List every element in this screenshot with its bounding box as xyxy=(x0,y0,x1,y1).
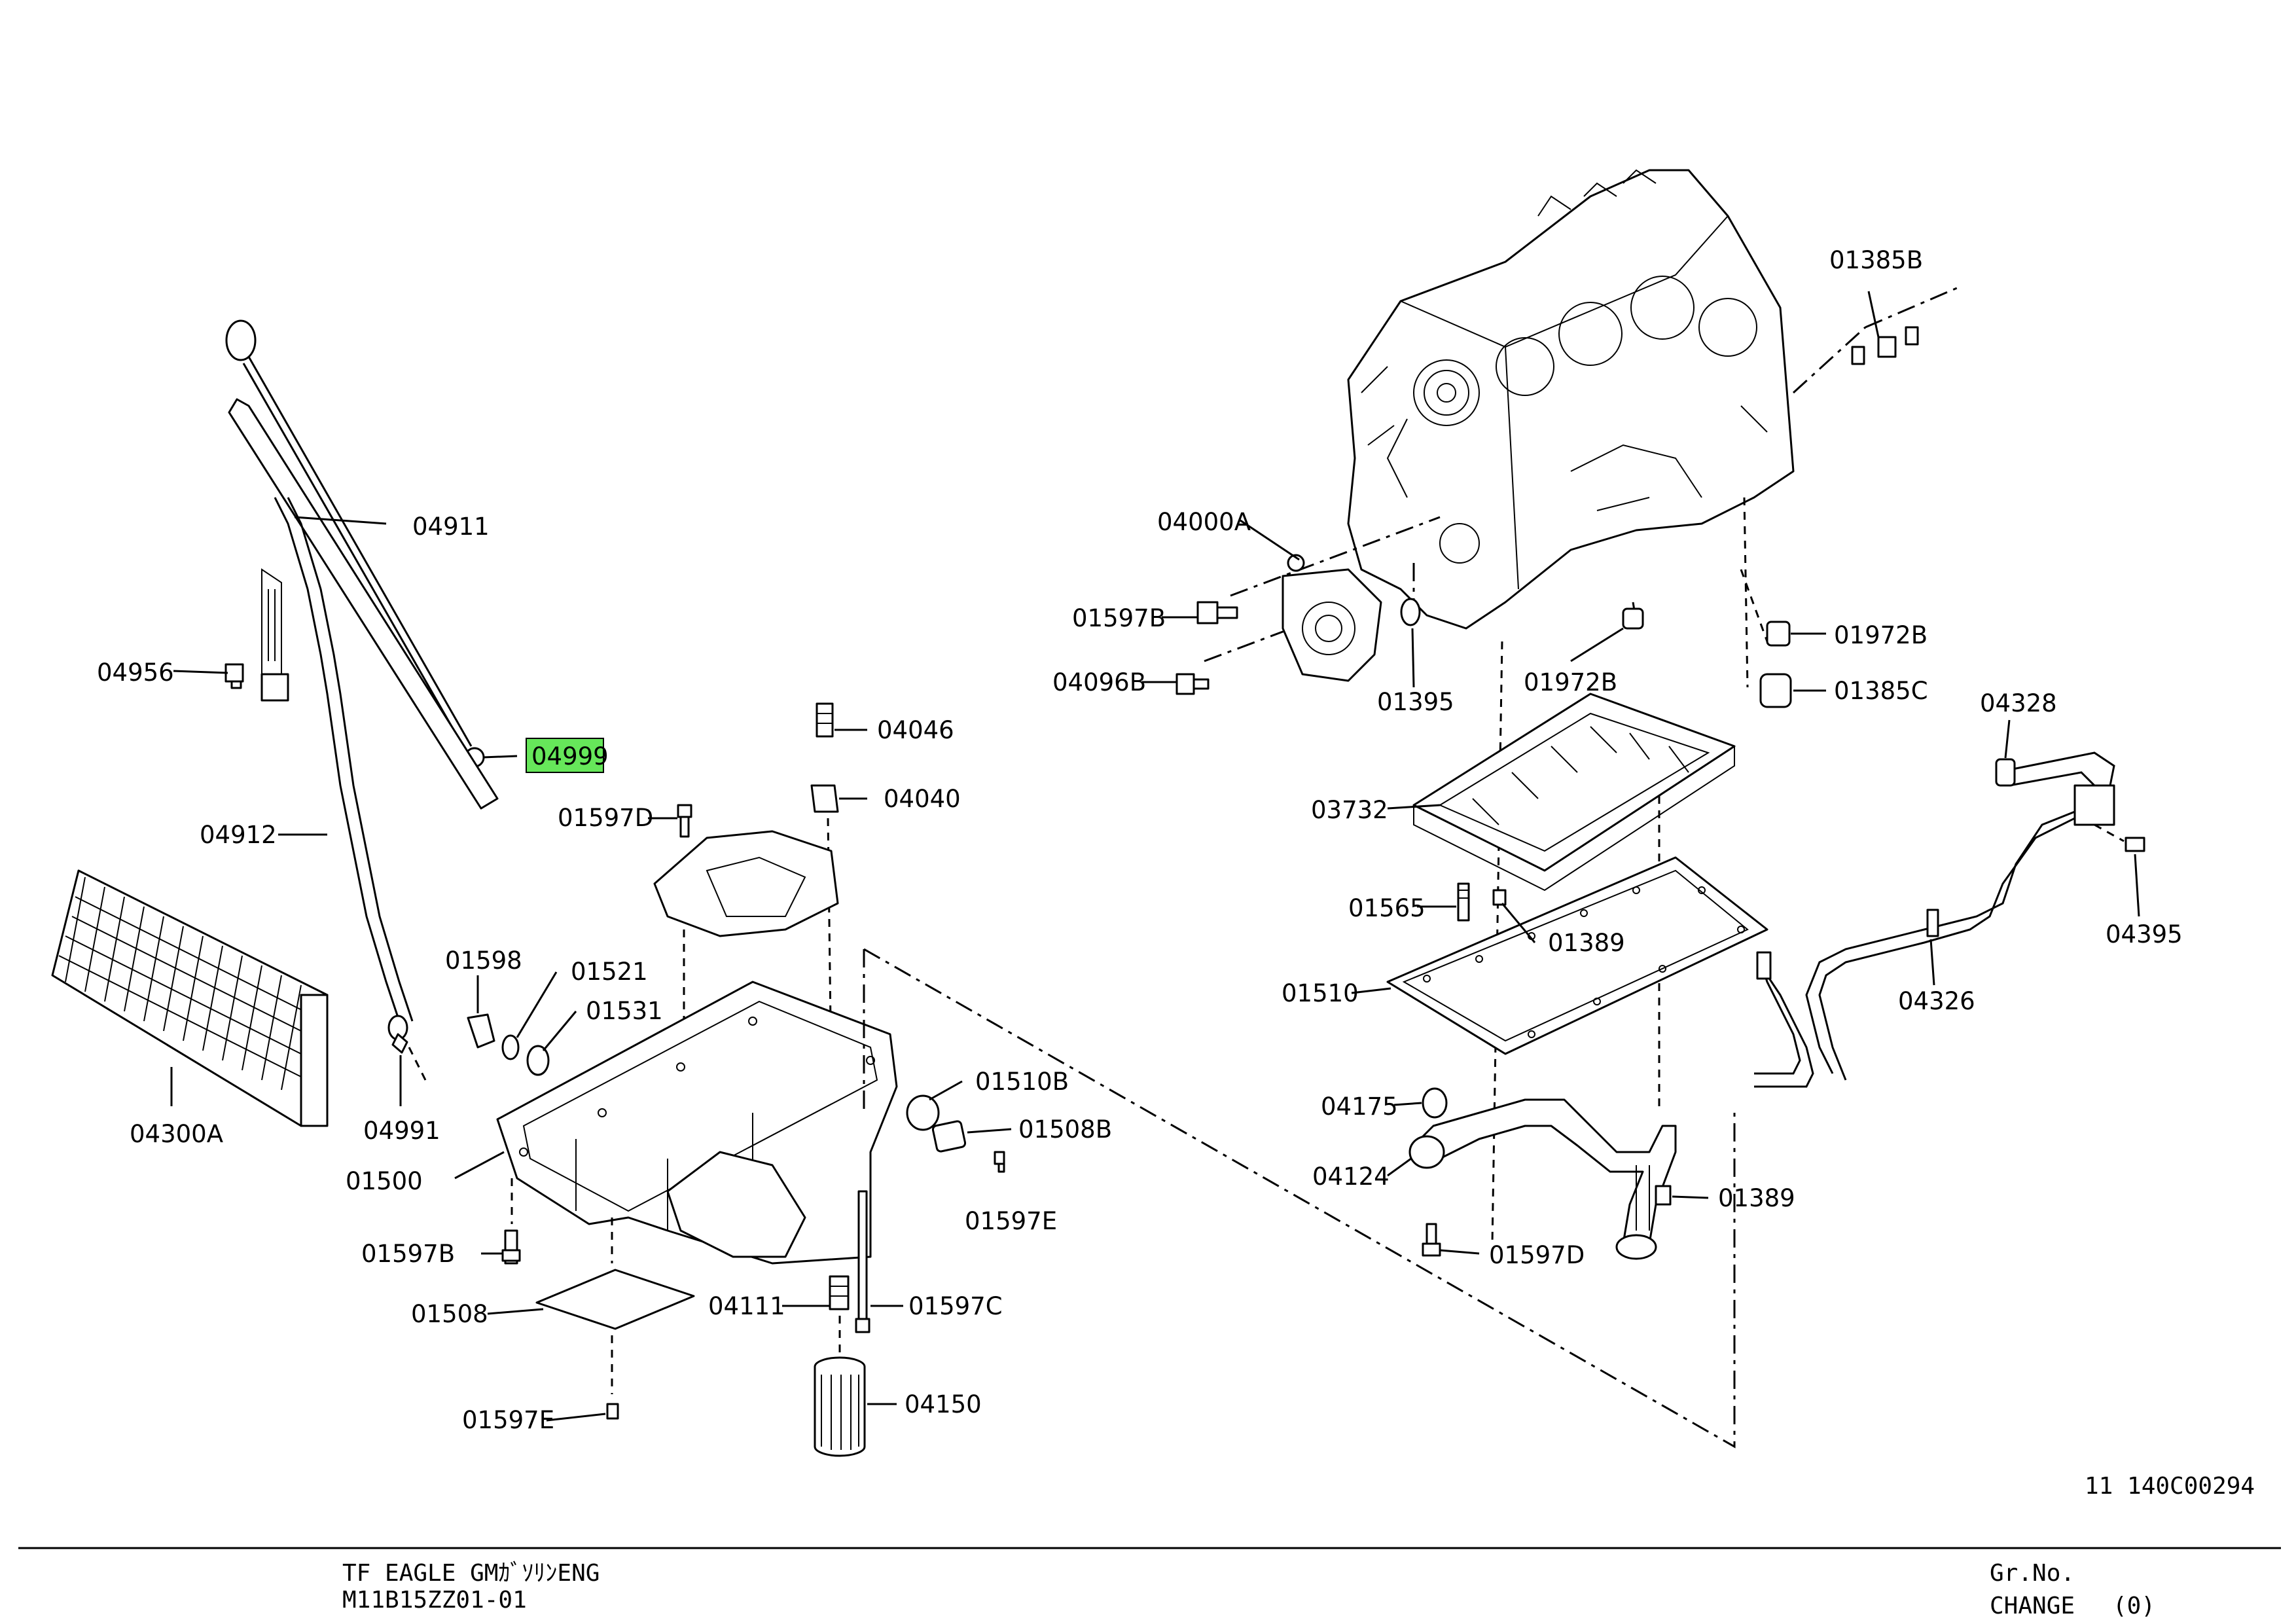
seal-01395-illustration xyxy=(1400,598,1421,626)
label-04096B[interactable]: 04096B xyxy=(1052,668,1146,696)
clip-01389-lower-illustration xyxy=(1655,1185,1672,1206)
highlight-04999-box xyxy=(526,738,604,773)
label-01385C[interactable]: 01385C xyxy=(1834,677,1928,705)
change-label: CHANGE xyxy=(1990,1593,2075,1619)
model-line-2: M11B15ZZ01-01 xyxy=(342,1587,527,1614)
label-04991[interactable]: 04991 xyxy=(363,1117,440,1145)
oil-pressure-sensor-illustration xyxy=(816,702,834,738)
label-01389-upper[interactable]: 01389 xyxy=(1548,929,1625,957)
plug-01385c-illustration xyxy=(1759,673,1792,708)
label-01521[interactable]: 01521 xyxy=(571,958,648,986)
label-04956[interactable]: 04956 xyxy=(97,659,174,687)
label-01972B-left[interactable]: 01972B xyxy=(1524,668,1617,696)
label-04300A[interactable]: 04300A xyxy=(130,1120,223,1148)
bolt-01597d-upper-illustration xyxy=(677,804,692,838)
label-01531[interactable]: 01531 xyxy=(586,997,663,1025)
change-value: (0) xyxy=(2113,1593,2155,1619)
gr-no-label: Gr.No. xyxy=(1990,1560,2075,1587)
oil-pan-gasket-illustration xyxy=(1386,856,1768,1055)
engine-block-illustration xyxy=(1347,169,1795,630)
bolt-04956-illustration xyxy=(224,663,244,689)
label-01597B-lower[interactable]: 01597B xyxy=(361,1240,455,1268)
label-01597C[interactable]: 01597C xyxy=(908,1292,1003,1320)
clip-01389-upper-illustration xyxy=(1492,889,1507,906)
filter-adapter-illustration xyxy=(829,1275,850,1310)
bolt-04096b-illustration xyxy=(1175,673,1210,695)
label-01389-lower[interactable]: 01389 xyxy=(1718,1184,1795,1212)
oil-filter-illustration xyxy=(814,1356,866,1457)
label-04150[interactable]: 04150 xyxy=(905,1390,982,1418)
stud-01565-illustration xyxy=(1457,882,1470,922)
seal-01531-illustration xyxy=(526,1045,550,1076)
label-03732[interactable]: 03732 xyxy=(1311,796,1388,824)
label-04999[interactable]: 04999 xyxy=(531,742,609,770)
stud-01597c-illustration xyxy=(855,1190,870,1333)
oil-pan-illustration xyxy=(496,981,898,1265)
label-01510B[interactable]: 01510B xyxy=(975,1068,1069,1096)
label-01597E-upper[interactable]: 01597E xyxy=(965,1207,1057,1235)
bolt-01597e-upper-illustration xyxy=(994,1151,1005,1173)
label-04000A[interactable]: 04000A xyxy=(1157,508,1251,536)
label-01597D[interactable]: 01597D xyxy=(558,804,653,832)
label-01565[interactable]: 01565 xyxy=(1348,894,1426,922)
diagram-code: 11 140C00294 xyxy=(2085,1473,2255,1500)
label-01508[interactable]: 01508 xyxy=(411,1300,488,1328)
label-04175[interactable]: 04175 xyxy=(1321,1092,1398,1121)
drain-plug-illustration xyxy=(467,1013,495,1049)
label-04111[interactable]: 04111 xyxy=(708,1292,785,1320)
oil-cooler-lines-illustration xyxy=(1754,751,2115,1088)
gasket-01510b-illustration xyxy=(906,1094,940,1131)
label-04040[interactable]: 04040 xyxy=(884,785,961,813)
label-01597E-lower[interactable]: 01597E xyxy=(462,1406,554,1434)
label-04395[interactable]: 04395 xyxy=(2106,920,2183,948)
access-cover-01508-illustration xyxy=(535,1269,695,1330)
oil-cooler-illustration xyxy=(51,869,329,1127)
plug-01385b-illustration xyxy=(1851,326,1919,365)
oil-pickup-tube-illustration xyxy=(1408,1098,1677,1260)
plug-01972b-a-illustration xyxy=(1622,607,1644,630)
label-01510[interactable]: 01510 xyxy=(1282,979,1359,1007)
bracket-04040-illustration xyxy=(810,784,839,813)
bolt-04395-illustration xyxy=(2094,823,2145,852)
label-04912[interactable]: 04912 xyxy=(200,821,277,849)
part-labels: 04911 04956 04999 04912 04300A 04991 040… xyxy=(97,246,2183,1434)
model-line-1: TF EAGLE GMｶﾞｿﾘﾝENG xyxy=(342,1560,600,1587)
label-01508B[interactable]: 01508B xyxy=(1018,1115,1112,1144)
leader-lines xyxy=(170,291,2140,1422)
clip-04991-illustration xyxy=(391,1033,408,1054)
label-04046[interactable]: 04046 xyxy=(877,716,954,744)
label-01972B-right[interactable]: 01972B xyxy=(1834,621,1928,649)
label-04328[interactable]: 04328 xyxy=(1980,689,2057,717)
label-04124[interactable]: 04124 xyxy=(1312,1163,1390,1191)
plug-01972b-b-illustration xyxy=(1766,621,1791,647)
label-01597B-upper[interactable]: 01597B xyxy=(1072,604,1166,632)
region-boundary-line xyxy=(863,948,1736,1449)
pan-baffle-illustration xyxy=(653,830,839,937)
label-01385B[interactable]: 01385B xyxy=(1829,246,1923,274)
label-04326[interactable]: 04326 xyxy=(1898,987,1975,1015)
label-01395[interactable]: 01395 xyxy=(1377,688,1454,716)
dipstick-tube-illustration xyxy=(228,398,499,1041)
bolt-01597e-lower-illustration xyxy=(606,1403,619,1420)
label-04911[interactable]: 04911 xyxy=(412,513,490,541)
windage-tray-illustration xyxy=(1412,693,1736,892)
label-01500[interactable]: 01500 xyxy=(346,1167,423,1195)
bolt-01597b-upper-illustration xyxy=(1196,601,1238,624)
cover-01508b-illustration xyxy=(931,1120,967,1153)
bolt-01597b-lower-illustration xyxy=(501,1229,521,1265)
bolt-01597d-lower-illustration xyxy=(1422,1223,1441,1257)
label-01597D-lower[interactable]: 01597D xyxy=(1489,1241,1585,1269)
label-01598[interactable]: 01598 xyxy=(445,947,522,975)
washer-01521-illustration xyxy=(501,1034,520,1060)
oil-pump-illustration xyxy=(1282,554,1382,682)
oring-04175-illustration xyxy=(1422,1087,1448,1119)
